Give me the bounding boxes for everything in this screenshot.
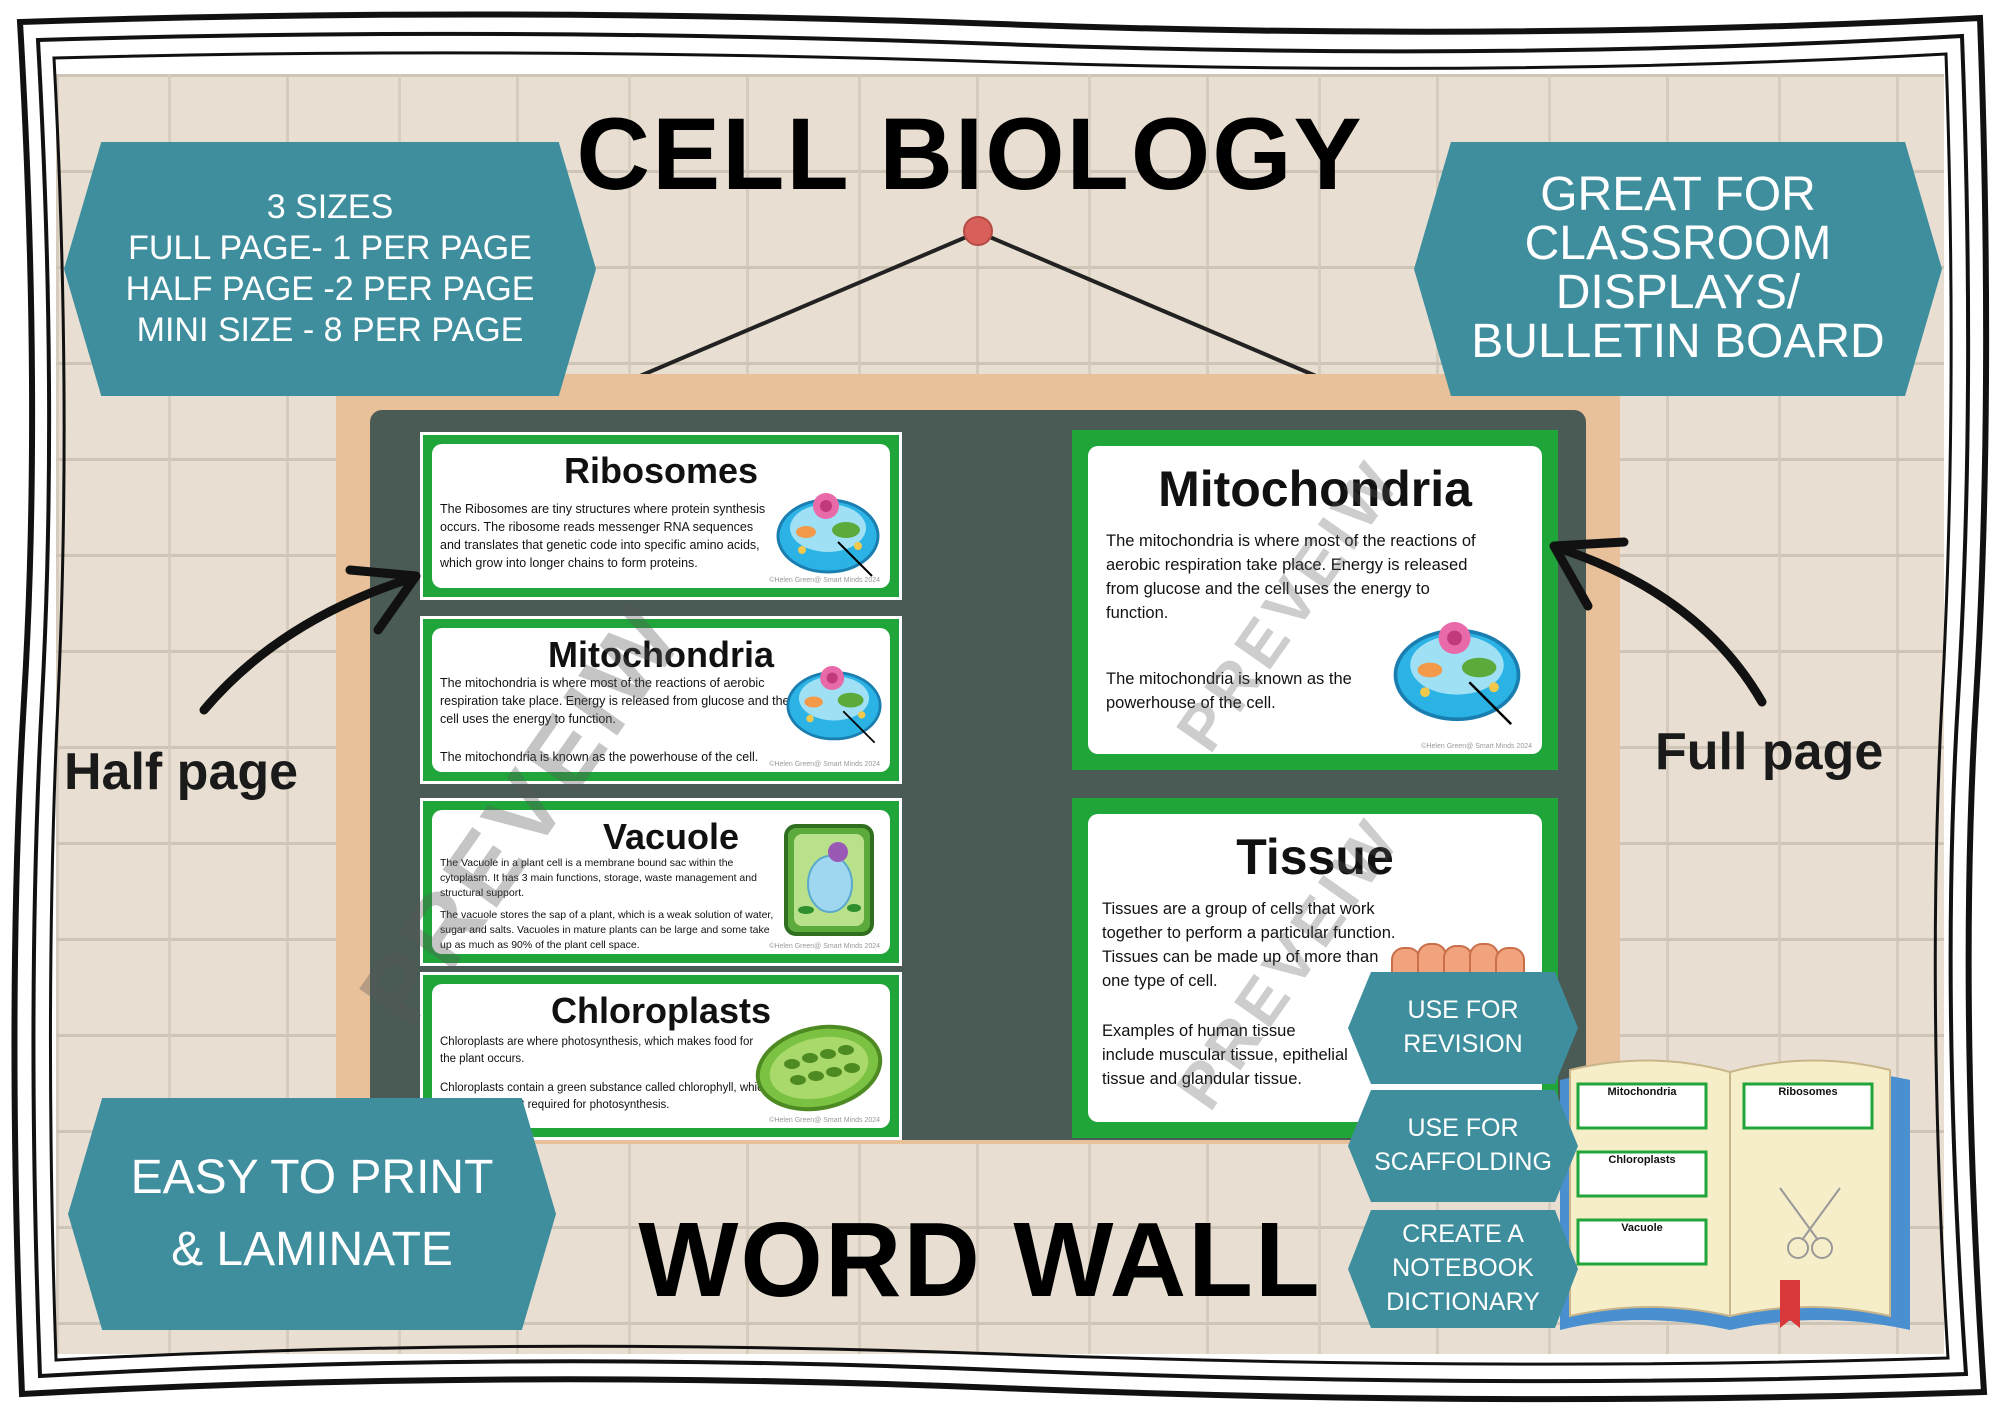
sizes-badge: 3 SIZES FULL PAGE- 1 PER PAGE HALF PAGE … — [64, 142, 596, 396]
animal-cell-icon — [786, 666, 882, 744]
notebook-card-label: Mitochondria — [1607, 1086, 1677, 1098]
dictionary-badge: CREATE A NOTEBOOK DICTIONARY — [1348, 1210, 1578, 1328]
card-title: Ribosomes — [563, 450, 759, 491]
card-vacuole: Vacuole The Vacuole in a plant cell is a… — [420, 798, 902, 966]
badge-line: & LAMINATE — [171, 1223, 453, 1276]
badge-line: BULLETIN BOARD — [1471, 314, 1885, 368]
card-title: Tissue — [1236, 829, 1394, 885]
badge-line: NOTEBOOK — [1392, 1254, 1534, 1283]
main-title: CELL BIOLOGY — [576, 97, 1364, 211]
half-page-label: Half page — [64, 743, 299, 801]
card-text: The mitochondria is where most of the re… — [1106, 532, 1476, 622]
copyright-text: ©Helen Green@ Smart Minds 2024 — [769, 943, 880, 950]
card-text: The Vacuole in a plant cell is a membran… — [440, 857, 757, 900]
word-wall-title: WORD WALL — [638, 1201, 1322, 1319]
badge-line: USE FOR — [1407, 996, 1519, 1025]
card-text: The mitochondria is known as the powerho… — [440, 750, 759, 764]
card-mitochondria-small: Mitochondria The mitochondria is where m… — [420, 616, 902, 784]
animal-cell-icon — [1393, 622, 1521, 726]
badge-line: MINI SIZE - 8 PER PAGE — [136, 310, 524, 349]
notebook-card-label: Ribosomes — [1778, 1086, 1838, 1098]
notebook-illustration — [1560, 1059, 1910, 1330]
notebook-card-label: Vacuole — [1621, 1222, 1663, 1234]
card-title: Mitochondria — [1158, 461, 1472, 517]
great-for-badge: GREAT FOR CLASSROOM DISPLAYS/ BULLETIN B… — [1414, 142, 1942, 396]
card-title: Mitochondria — [548, 634, 774, 675]
copyright-text: ©Helen Green@ Smart Minds 2024 — [1421, 743, 1532, 750]
plant-cell-icon — [784, 824, 874, 936]
copyright-text: ©Helen Green@ Smart Minds 2024 — [769, 761, 880, 768]
scaffolding-badge: USE FOR SCAFFOLDING — [1348, 1090, 1578, 1202]
badge-line: FULL PAGE- 1 PER PAGE — [128, 229, 532, 268]
badge-line: HALF PAGE -2 PER PAGE — [125, 270, 535, 308]
badge-line: SCAFFOLDING — [1374, 1148, 1552, 1176]
card-tissue: Tissue Tissues are a group of cells that… — [1072, 798, 1558, 1138]
arrow-half-page — [199, 565, 421, 715]
card-text: The mitochondria is where most of the re… — [440, 676, 790, 727]
notebook-card-label: Chloroplasts — [1608, 1154, 1676, 1166]
animal-cell-icon — [776, 493, 880, 577]
card-text: Examples of human tissue include muscula… — [1102, 1022, 1348, 1088]
badge-line: DICTIONARY — [1386, 1287, 1540, 1316]
card-title: Vacuole — [602, 816, 740, 857]
copyright-text: ©Helen Green@ Smart Minds 2024 — [769, 1117, 880, 1124]
copyright-text: ©Helen Green@ Smart Minds 2024 — [769, 577, 880, 584]
badge-line: CREATE A — [1402, 1220, 1524, 1249]
badge-line: DISPLAYS/ — [1555, 266, 1801, 319]
badge-line: REVISION — [1403, 1030, 1523, 1058]
card-mitochondria-full: Mitochondria The mitochondria is where m… — [1072, 430, 1558, 770]
card-text: The mitochondria is known as the powerho… — [1106, 670, 1352, 712]
revision-badge: USE FOR REVISION — [1348, 972, 1578, 1084]
badge-line: GREAT FOR — [1540, 168, 1816, 222]
card-text: Chloroplasts are where photosynthesis, w… — [440, 1036, 754, 1065]
badge-line: 3 SIZES — [266, 188, 394, 227]
pin — [963, 216, 993, 246]
badge-line: EASY TO PRINT — [130, 1151, 494, 1204]
card-ribosomes: Ribosomes The Ribosomes are tiny structu… — [420, 432, 902, 600]
chloroplast-icon — [755, 1024, 883, 1112]
badge-line: CLASSROOM — [1524, 217, 1832, 271]
arrow-full-page — [1549, 537, 1767, 707]
card-title: Chloroplasts — [550, 990, 772, 1031]
card-text: The Ribosomes are tiny structures where … — [440, 502, 766, 571]
card-text: The vacuole stores the sap of a plant, w… — [440, 909, 774, 952]
badge-line: USE FOR — [1407, 1114, 1519, 1143]
card-chloroplasts: Chloroplasts Chloroplasts are where phot… — [420, 972, 902, 1140]
print-laminate-badge: EASY TO PRINT & LAMINATE — [68, 1098, 556, 1330]
full-page-label: Full page — [1655, 723, 1884, 781]
card-text: Tissues are a group of cells that work t… — [1102, 900, 1396, 990]
